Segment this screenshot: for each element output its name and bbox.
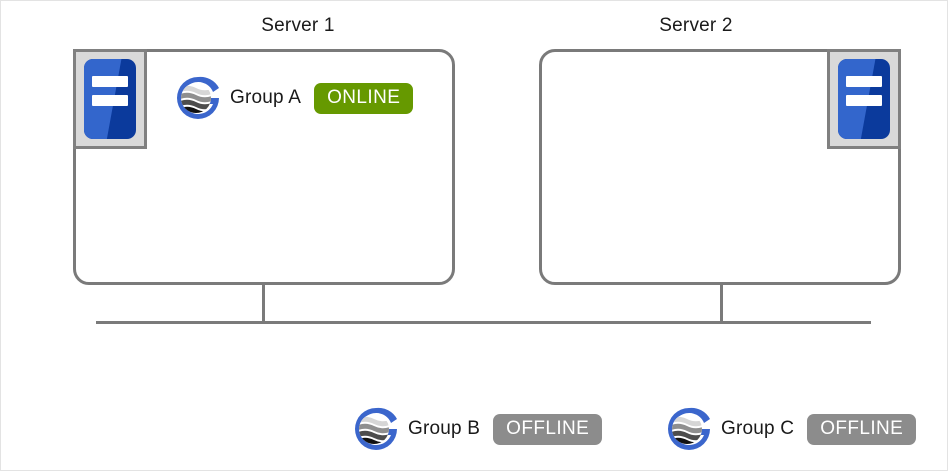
group-c-label: Group C [721, 418, 795, 439]
server-chassis-glyph [84, 59, 136, 139]
server-slot-bar-2 [92, 95, 128, 106]
server-chassis-glyph [838, 59, 890, 139]
network-bus-line [96, 321, 871, 324]
server-1-title: Server 1 [261, 15, 335, 36]
group-a-status-badge[interactable]: ONLINE [314, 82, 414, 114]
group-b-status-badge[interactable]: OFFLINE [493, 413, 603, 445]
server-slot-bar-2 [846, 95, 882, 106]
unassigned-group-row-c[interactable]: Group C OFFLINE [664, 404, 917, 454]
group-a-label: Group A [230, 87, 302, 108]
resource-group-globe-icon [668, 407, 710, 450]
server-1-bus-connector [262, 284, 265, 324]
server-1-machine-icon[interactable] [73, 49, 147, 149]
resource-group-globe-icon [177, 76, 219, 119]
resource-group-globe-icon [355, 407, 397, 450]
group-c-status-badge[interactable]: OFFLINE [807, 413, 917, 445]
server-1-group-row-a[interactable]: Group A ONLINE [173, 73, 414, 123]
server-2-bus-connector [720, 284, 723, 324]
server-slot-bar-1 [846, 76, 882, 87]
server-2-title: Server 2 [659, 15, 733, 36]
server-2-machine-icon[interactable] [827, 49, 901, 149]
server-slot-bar-1 [92, 76, 128, 87]
unassigned-group-row-b[interactable]: Group B OFFLINE [351, 404, 603, 454]
group-b-label: Group B [408, 418, 481, 439]
